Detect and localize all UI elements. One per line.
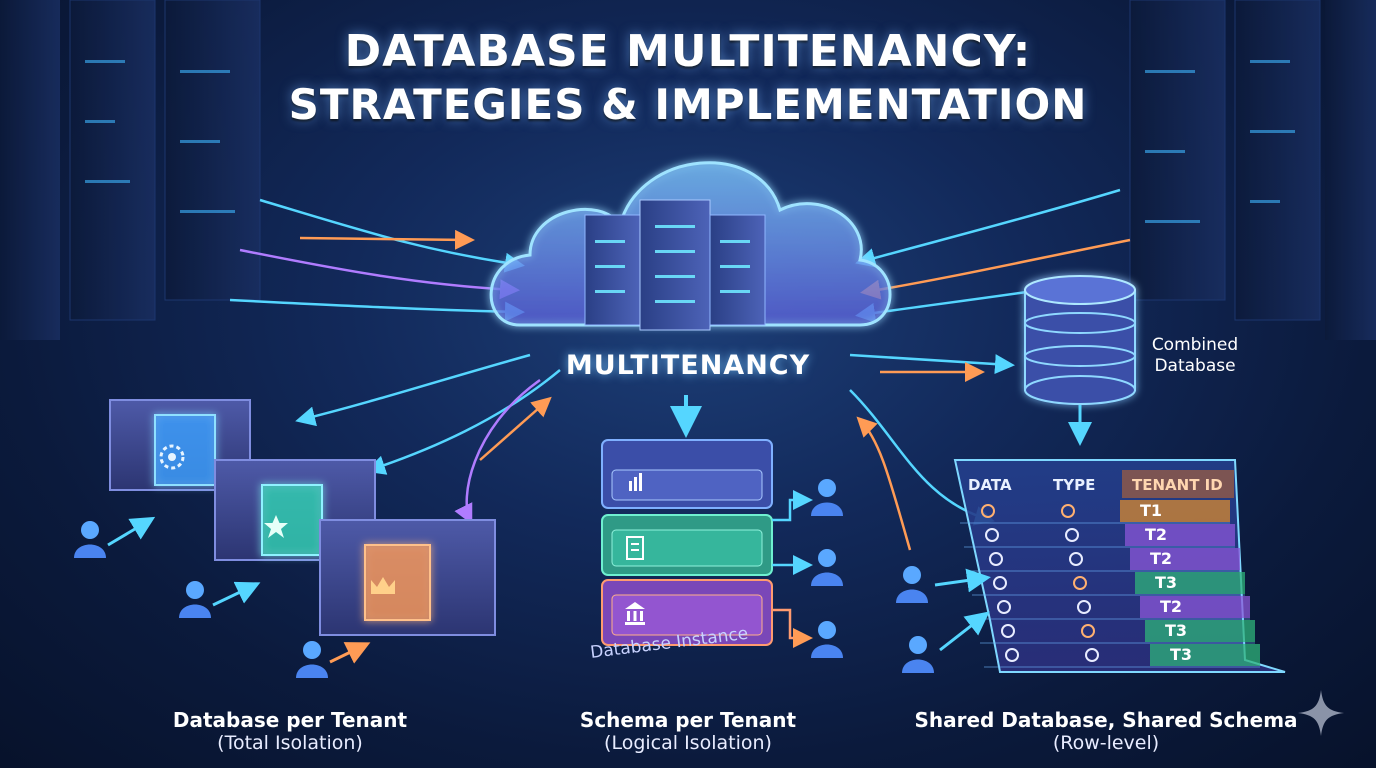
coffee-icon — [1081, 624, 1095, 638]
cart-icon — [997, 600, 1011, 614]
user-flow-arrow — [329, 642, 371, 664]
strategy-3-name: Shared Database, Shared Schema — [914, 708, 1298, 732]
cart-icon — [1065, 528, 1079, 542]
user-icon — [896, 566, 928, 603]
clock-icon — [993, 576, 1007, 590]
multitenancy-label: MULTITENANCY — [565, 350, 811, 381]
user-icon — [902, 636, 934, 673]
data-flow-lines — [229, 188, 1131, 551]
database-instance-label: Database Instance — [589, 624, 749, 663]
combined-database-cylinder — [1024, 275, 1136, 405]
tenant-id-cell-bg — [1130, 548, 1240, 570]
background-racks — [0, 0, 1376, 340]
tenant-id-cell: T3 — [1170, 645, 1193, 664]
combined-label-line-1: Combined — [1151, 335, 1239, 355]
user-icon — [179, 581, 211, 618]
strategy-2-caption: Schema per Tenant (Logical Isolation) — [518, 708, 858, 754]
user-icon — [811, 621, 843, 658]
table-rows — [960, 500, 1260, 668]
tenant-id-cell-bg — [1140, 596, 1250, 618]
tenant-id-cell-bg — [1135, 572, 1245, 594]
title-line-1: DATABASE MULTITENANCY: — [344, 26, 1032, 77]
user-flow-arrow — [107, 516, 156, 547]
tenant-id-cell-bg — [1125, 524, 1235, 546]
tenant-id-cell-bg — [1150, 644, 1260, 666]
strategy-1-name: Database per Tenant — [172, 708, 408, 732]
gear-icon — [159, 444, 185, 470]
sparkle-icon — [1298, 690, 1344, 736]
combined-label-line-2: Database — [1154, 356, 1236, 376]
strategy-2-name: Schema per Tenant — [579, 708, 797, 732]
coffee-icon — [981, 504, 995, 518]
tenant-id-cell-bg — [1145, 620, 1255, 642]
table-header-type: TYPE — [1053, 476, 1096, 494]
strategy-3-caption: Shared Database, Shared Schema (Row-leve… — [906, 708, 1306, 754]
user-flow-arrow — [934, 568, 991, 593]
tenant-id-cell: T1 — [1140, 501, 1163, 520]
cart-icon — [1077, 600, 1091, 614]
user-icon — [74, 521, 106, 558]
tenant-id-cell: T3 — [1155, 573, 1178, 592]
cart-icon — [1069, 552, 1083, 566]
cloud-server-stack — [584, 199, 766, 331]
star-icon — [264, 515, 288, 538]
user-icon — [296, 641, 328, 678]
calendar-icon — [1005, 648, 1019, 662]
strategy-1-caption: Database per Tenant (Total Isolation) — [120, 708, 460, 754]
tenant-id-cell: T2 — [1160, 597, 1183, 616]
tenant-users — [74, 479, 991, 678]
user-flow-arrow — [212, 581, 261, 607]
coffee-icon — [1061, 504, 1075, 518]
user-icon — [811, 479, 843, 516]
strategy-1-subtitle: (Total Isolation) — [217, 732, 363, 754]
coffee-icon — [1073, 576, 1087, 590]
tenant-id-cell: T3 — [1165, 621, 1188, 640]
crown-icon — [371, 577, 395, 594]
table-header-data: DATA — [968, 476, 1012, 494]
user-flow-arrow — [939, 611, 990, 652]
tenant-id-cell: T2 — [1145, 525, 1168, 544]
schema-connectors — [772, 490, 813, 648]
chart-icon — [629, 473, 642, 491]
clock-icon — [1001, 624, 1015, 638]
cart-icon — [1085, 648, 1099, 662]
title-line-2: STRATEGIES & IMPLEMENTATION — [288, 80, 1088, 129]
tenant-id-cell-bg — [1120, 500, 1230, 522]
strategy-3-subtitle: (Row-level) — [1052, 732, 1160, 754]
user-icon — [811, 549, 843, 586]
table-header-tenant-id: TENANT ID — [1132, 476, 1223, 494]
isolated-database-castles — [109, 399, 496, 636]
database-instance-stack — [601, 439, 773, 646]
strategy-2-subtitle: (Logical Isolation) — [604, 732, 772, 754]
tenant-id-cell: T2 — [1150, 549, 1173, 568]
castle-tenant-3 — [319, 519, 496, 636]
document-icon — [626, 536, 644, 560]
cart-icon — [989, 552, 1003, 566]
combined-database-label: Combined Database — [1120, 335, 1270, 377]
bank-icon — [625, 602, 645, 625]
cart-icon — [985, 528, 999, 542]
